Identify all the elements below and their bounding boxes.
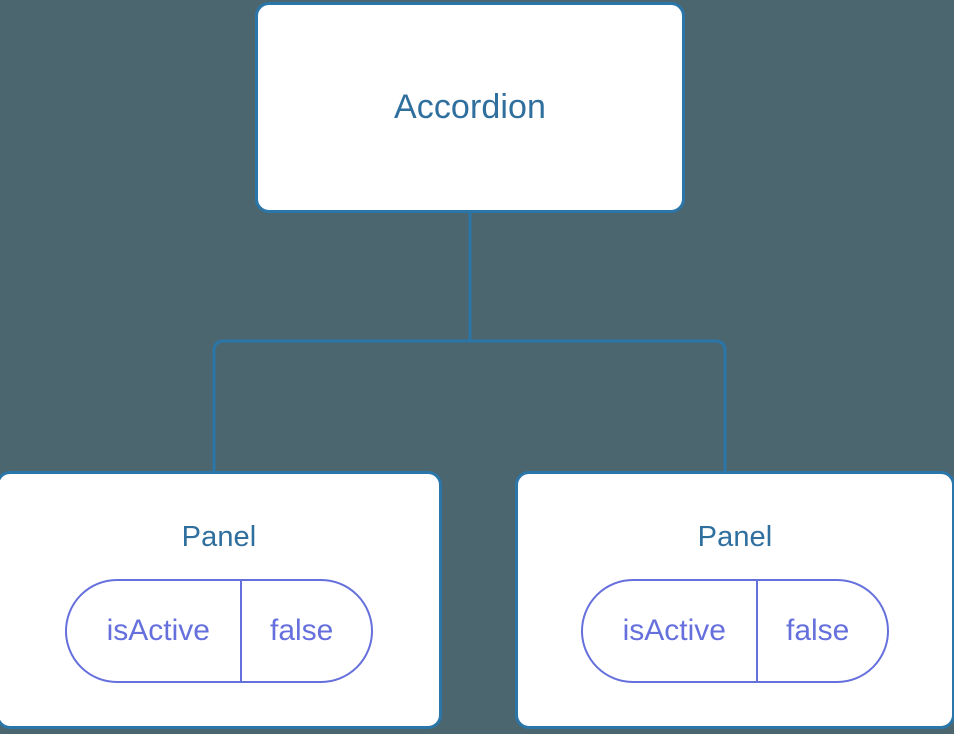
state-pill-divider: [239, 581, 242, 681]
state-pill-divider: [755, 581, 758, 681]
node-panel-2[interactable]: Panel isActive false: [515, 471, 954, 729]
node-accordion[interactable]: Accordion: [255, 2, 685, 213]
connector-branch-left: [212, 339, 470, 473]
node-accordion-label: Accordion: [393, 88, 547, 126]
state-pill-panel-1[interactable]: isActive false: [64, 579, 374, 683]
node-panel-2-label: Panel: [697, 521, 773, 553]
state-value-panel-2: false: [785, 614, 850, 647]
state-value-panel-1: false: [269, 614, 334, 647]
node-panel-1-label: Panel: [181, 521, 257, 553]
connector-branch-right: [470, 339, 727, 473]
state-key-panel-2: isActive: [622, 614, 726, 647]
node-panel-1[interactable]: Panel isActive false: [0, 471, 442, 729]
state-pill-panel-2[interactable]: isActive false: [580, 579, 890, 683]
state-key-panel-1: isActive: [106, 614, 210, 647]
